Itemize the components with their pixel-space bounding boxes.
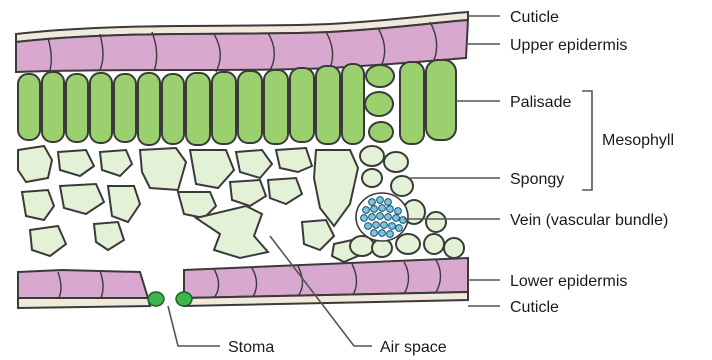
- label-air-space: Air space: [380, 339, 447, 356]
- label-spongy: Spongy: [510, 171, 564, 188]
- stoma-guard-cells: [148, 292, 192, 306]
- lower-cuticle: [18, 298, 150, 308]
- label-lower-epidermis: Lower epidermis: [510, 273, 627, 290]
- label-cuticle-top: Cuticle: [510, 9, 559, 26]
- label-cuticle-bottom: Cuticle: [510, 299, 559, 316]
- label-vein: Vein (vascular bundle): [510, 212, 668, 229]
- label-mesophyll: Mesophyll: [602, 132, 674, 149]
- vein-vascular-bundle: [356, 193, 408, 241]
- label-stoma: Stoma: [228, 339, 274, 356]
- palisade-layer: [18, 60, 456, 145]
- label-upper-epidermis: Upper epidermis: [510, 37, 627, 54]
- label-palisade: Palisade: [510, 94, 571, 111]
